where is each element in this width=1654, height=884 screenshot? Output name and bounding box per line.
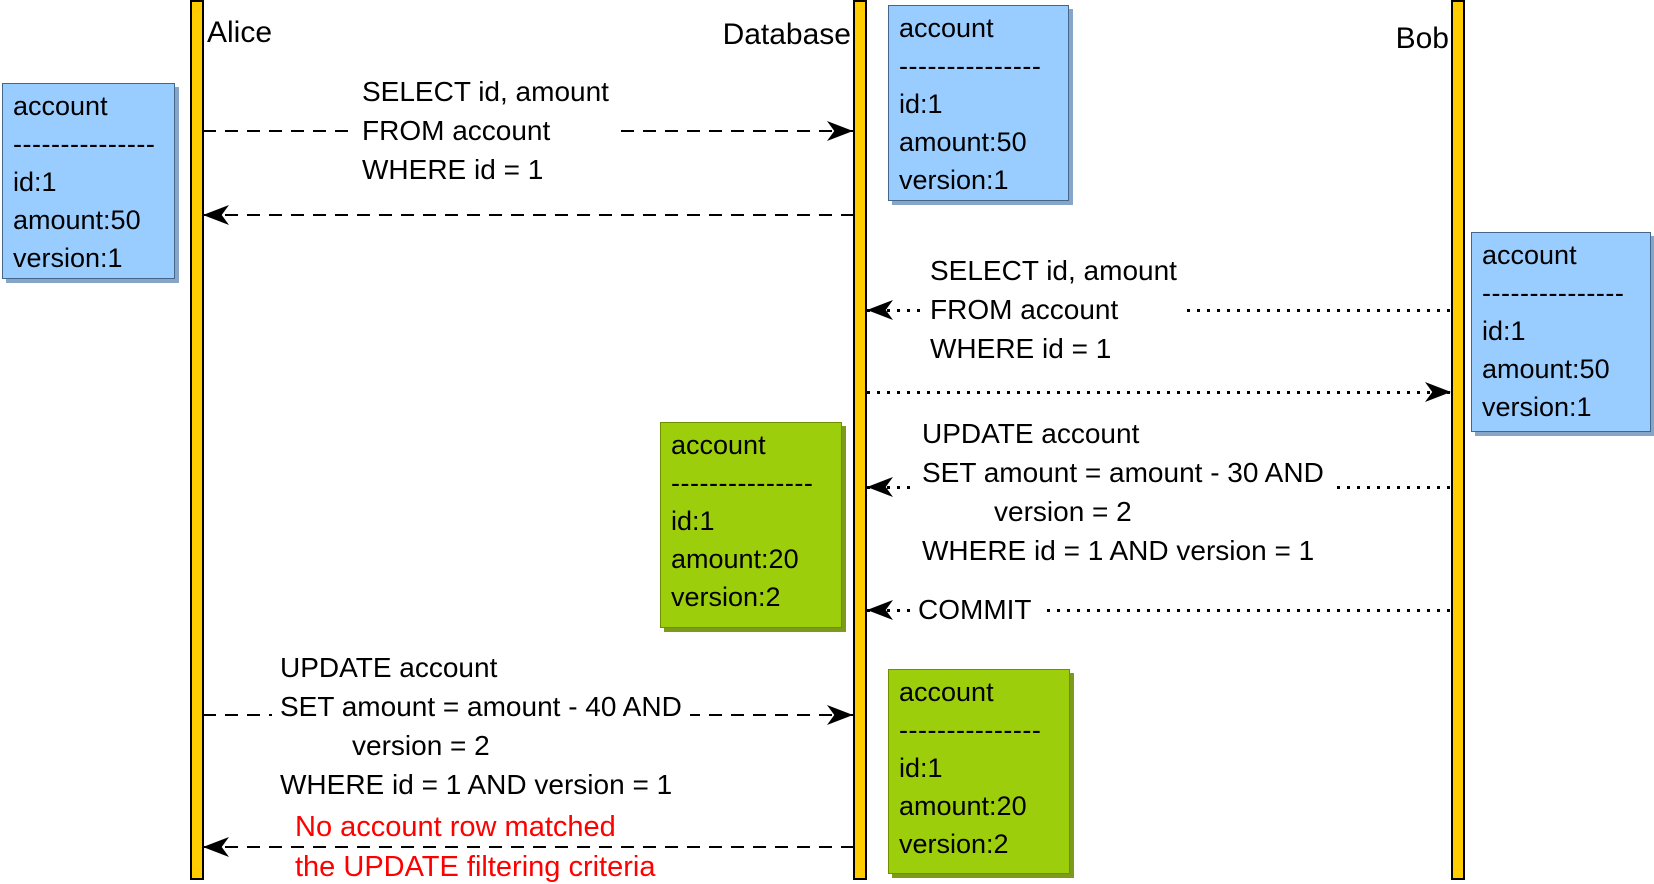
state-box-alice-account-v1: account --------------- id:1 amount:50 v…	[2, 83, 175, 279]
lifeline-bar-alice	[190, 0, 204, 880]
sql-line: version = 2	[994, 496, 1132, 527]
message-line-bob-select-return	[867, 391, 1451, 394]
sql-line: SELECT id, amount	[362, 76, 609, 107]
sql-line: WHERE id = 1	[930, 333, 1112, 364]
sql-line: WHERE id = 1	[362, 154, 544, 185]
state-box-title: account	[671, 430, 766, 460]
sql-line: SET amount = amount - 40 AND	[280, 691, 682, 722]
lifeline-label-alice: Alice	[207, 16, 273, 49]
state-box-title: account	[899, 13, 994, 43]
state-box-field: version:1	[13, 243, 123, 273]
state-box-divider: ---------------	[899, 715, 1042, 745]
message-label-bob-update: UPDATE account SET amount = amount - 30 …	[914, 414, 1332, 570]
state-box-divider: ---------------	[1482, 278, 1625, 308]
message-line-bob-commit	[867, 609, 1451, 612]
message-line-alice-select-return	[203, 214, 853, 216]
error-label-line-1: No account row matched	[295, 811, 616, 843]
lifeline-label-database: Database	[722, 18, 851, 51]
message-line-alice-update-error-return	[203, 846, 853, 848]
state-box-field: version:1	[1482, 392, 1592, 422]
state-box-divider: ---------------	[13, 129, 156, 159]
state-box-field: version:2	[671, 582, 781, 612]
state-box-bob-account-v1: account --------------- id:1 amount:50 v…	[1471, 232, 1651, 432]
state-box-field: id:1	[671, 506, 715, 536]
lifeline-bar-database	[853, 0, 867, 880]
state-box-field: version:2	[899, 829, 1009, 859]
state-box-field: version:1	[899, 165, 1009, 195]
error-label-line-2: the UPDATE filtering criteria	[295, 851, 656, 883]
state-box-database-account-v2: account --------------- id:1 amount:20 v…	[660, 422, 842, 628]
sql-line: UPDATE account	[922, 418, 1140, 449]
state-box-field: id:1	[899, 89, 943, 119]
state-box-field: amount:20	[899, 791, 1027, 821]
lifeline-bar-bob	[1451, 0, 1465, 880]
state-box-divider: ---------------	[671, 468, 814, 498]
sql-line: FROM account	[930, 294, 1119, 325]
state-box-field: amount:20	[671, 544, 799, 574]
sql-line: FROM account	[362, 115, 551, 146]
state-box-title: account	[1482, 240, 1577, 270]
sql-line: UPDATE account	[280, 652, 498, 683]
state-box-database-account-v2-committed: account --------------- id:1 amount:20 v…	[888, 669, 1070, 874]
state-box-field: id:1	[13, 167, 57, 197]
state-box-divider: ---------------	[899, 51, 1042, 81]
state-box-database-account-v1: account --------------- id:1 amount:50 v…	[888, 5, 1069, 201]
state-box-field: amount:50	[1482, 354, 1610, 384]
message-label-bob-select: SELECT id, amount FROM account WHERE id …	[922, 251, 1185, 368]
state-box-field: amount:50	[13, 205, 141, 235]
state-box-field: id:1	[899, 753, 943, 783]
state-box-field: amount:50	[899, 127, 1027, 157]
state-box-title: account	[13, 91, 108, 121]
sql-line: WHERE id = 1 AND version = 1	[280, 769, 673, 800]
sql-line: SELECT id, amount	[930, 255, 1177, 286]
message-label-alice-select: SELECT id, amount FROM account WHERE id …	[354, 72, 617, 189]
message-label-alice-update: UPDATE account SET amount = amount - 40 …	[272, 648, 690, 804]
state-box-field: id:1	[1482, 316, 1526, 346]
lifeline-label-bob: Bob	[1395, 22, 1449, 55]
message-label-bob-commit: COMMIT	[910, 590, 1040, 629]
sql-line: WHERE id = 1 AND version = 1	[922, 535, 1315, 566]
state-box-title: account	[899, 677, 994, 707]
sql-line: COMMIT	[918, 594, 1032, 625]
sql-line: SET amount = amount - 30 AND	[922, 457, 1324, 488]
sql-line: version = 2	[352, 730, 490, 761]
